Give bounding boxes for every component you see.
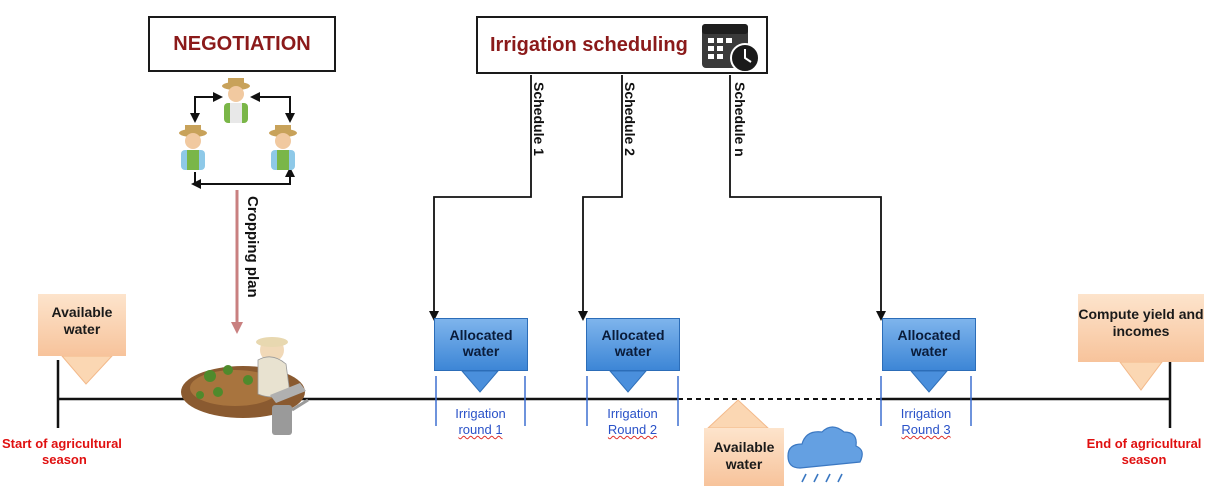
available-water-start-label: Available water — [51, 304, 113, 337]
negotiation-box: NEGOTIATION — [148, 16, 336, 72]
irrigation-scheduling-label: Irrigation scheduling — [490, 33, 688, 56]
schedule-connectors — [429, 75, 886, 321]
allocated-water-label: Allocated water — [897, 327, 961, 359]
cropping-plan-label: Cropping plan — [244, 196, 261, 298]
start-season-label: Start of agricultural season — [2, 436, 152, 468]
allocated-water-label: Allocated water — [449, 327, 513, 359]
irrigation-round-1-label: Irrigation round 1 — [436, 406, 525, 438]
rain-cloud-icon — [787, 426, 863, 483]
gardener-illustration — [181, 337, 309, 435]
schedule-n-label: Schedule n — [732, 82, 748, 157]
available-water-start-box: Available water — [38, 294, 126, 356]
start-season-line2: season — [42, 452, 87, 467]
round-3-line2: Round 3 — [901, 422, 951, 437]
allocated-water-box-3: Allocated water — [882, 318, 976, 371]
schedule-2-label: Schedule 2 — [622, 82, 638, 156]
end-season-line1: End of agricultural — [1086, 436, 1202, 451]
irrigation-round-2-label: Irrigation Round 2 — [587, 406, 678, 438]
farmer-icon — [222, 78, 250, 123]
farmer-icon — [179, 125, 207, 170]
compute-yield-label: Compute yield and incomes — [1078, 306, 1204, 339]
end-season-line2: season — [1121, 452, 1167, 467]
round-2-line1: Irrigation — [607, 406, 658, 421]
available-water-mid-label: Available water — [713, 439, 775, 472]
schedule-1-label: Schedule 1 — [531, 82, 547, 156]
irrigation-scheduling-box: Irrigation scheduling — [476, 16, 768, 74]
round-1-line2: round 1 — [458, 422, 503, 437]
allocated-water-box-1: Allocated water — [434, 318, 528, 371]
compute-yield-box: Compute yield and incomes — [1078, 294, 1204, 362]
allocated-water-label: Allocated water — [601, 327, 665, 359]
farmer-icon — [269, 125, 297, 170]
calendar-clock-icon — [702, 24, 760, 73]
blue-drop-arrows — [460, 370, 949, 393]
round-3-line1: Irrigation — [900, 406, 952, 421]
round-2-line2: Round 2 — [607, 422, 658, 437]
available-water-mid-box: Available water — [704, 428, 784, 486]
allocated-water-box-2: Allocated water — [586, 318, 680, 371]
end-season-label: End of agricultural season — [1078, 436, 1210, 468]
round-1-line1: Irrigation — [455, 406, 506, 421]
start-season-line1: Start of agricultural — [2, 436, 122, 451]
negotiation-arrows — [190, 92, 295, 189]
irrigation-round-3-label: Irrigation Round 3 — [881, 406, 971, 438]
negotiation-label: NEGOTIATION — [173, 32, 311, 55]
round-brackets — [435, 376, 972, 426]
